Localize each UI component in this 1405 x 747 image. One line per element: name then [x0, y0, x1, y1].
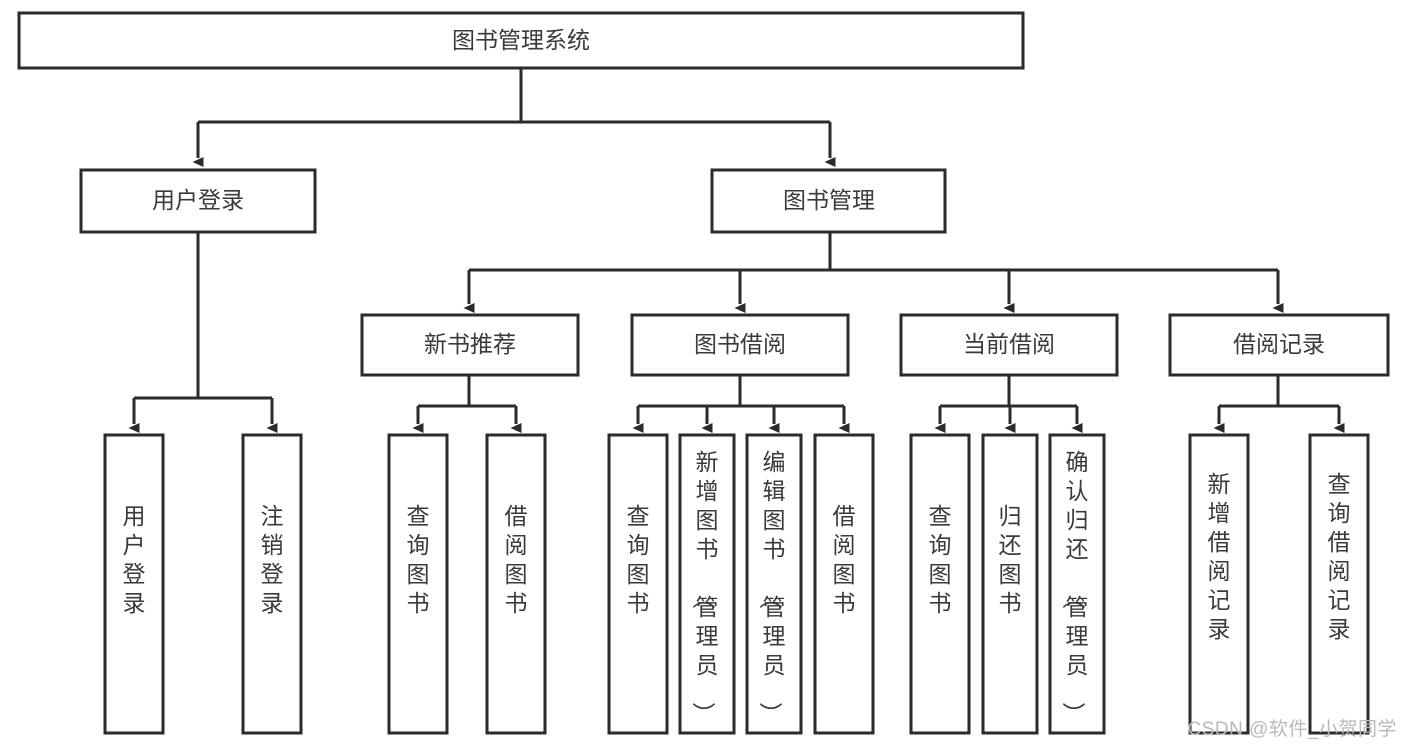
node-leaf-query-book-cb[interactable]: 查询图书: [909, 433, 971, 735]
node-book-borrow[interactable]: 图书借阅: [630, 313, 850, 377]
node-leaf-add-book[interactable]: 新增图书（管理员）: [678, 433, 736, 735]
node-user-login-label: 用户登录: [152, 187, 244, 213]
node-borrow-record-box[interactable]: [1168, 313, 1390, 377]
node-leaf-logout-box[interactable]: [241, 433, 303, 735]
node-leaf-confirm-return[interactable]: 确认归还（管理员）: [1048, 433, 1106, 735]
node-leaf-user-login-box[interactable]: [103, 433, 165, 735]
node-leaf-borrow-book-bb-box[interactable]: [813, 433, 875, 735]
node-leaf-add-record-label: 新增借阅记录: [1208, 471, 1231, 642]
node-leaf-return-book[interactable]: 归还图书: [981, 433, 1039, 735]
node-leaf-query-book-cb-label: 查询图书: [929, 503, 952, 616]
node-leaf-query-book-rec-box[interactable]: [387, 433, 449, 735]
node-root-label: 图书管理系统: [452, 27, 590, 53]
node-leaf-logout[interactable]: 注销登录: [241, 433, 303, 735]
node-leaf-add-book-label: 新增图书（管理员）: [691, 449, 719, 725]
node-leaf-add-record-box[interactable]: [1188, 433, 1250, 735]
connector-group-borrow-record: [1213, 375, 1345, 433]
node-leaf-query-book-rec[interactable]: 查询图书: [387, 433, 449, 735]
node-leaf-logout-label: 注销登录: [261, 503, 284, 616]
node-leaf-add-book-box[interactable]: [678, 433, 736, 735]
node-current-borrow-box[interactable]: [899, 313, 1119, 377]
node-leaf-query-book-bb-label: 查询图书: [627, 503, 650, 616]
node-leaf-confirm-return-label: 确认归还（管理员）: [1061, 449, 1089, 725]
connector-group-book-manage: [463, 232, 1284, 313]
node-leaf-confirm-return-box[interactable]: [1048, 433, 1106, 735]
node-book-borrow-box[interactable]: [630, 313, 850, 377]
node-borrow-record-label: 借阅记录: [1233, 331, 1325, 357]
node-leaf-add-record[interactable]: 新增借阅记录: [1188, 433, 1250, 735]
connector-group-new-book-rec: [412, 375, 522, 433]
connector-group-user-login: [128, 232, 278, 433]
node-root[interactable]: 图书管理系统: [17, 11, 1025, 70]
node-leaf-user-login-label: 用户登录: [123, 503, 146, 616]
node-leaf-query-book-rec-label: 查询图书: [407, 503, 430, 616]
node-leaf-borrow-book-bb-label: 借阅图书: [833, 503, 856, 616]
node-leaf-query-record-label: 查询借阅记录: [1328, 471, 1351, 642]
node-leaf-borrow-book-rec-label: 借阅图书: [505, 503, 528, 616]
node-book-manage-label: 图书管理: [783, 187, 875, 213]
node-book-manage-box[interactable]: [710, 168, 947, 234]
node-current-borrow[interactable]: 当前借阅: [899, 313, 1119, 377]
connector-group-current-borrow: [934, 375, 1083, 433]
node-book-manage[interactable]: 图书管理: [710, 168, 947, 234]
node-leaf-return-book-label: 归还图书: [999, 503, 1022, 616]
node-borrow-record[interactable]: 借阅记录: [1168, 313, 1390, 377]
node-leaf-edit-book-label: 编辑图书（管理员）: [758, 449, 786, 725]
node-leaf-edit-book[interactable]: 编辑图书（管理员）: [745, 433, 803, 735]
node-new-book-rec-label: 新书推荐: [424, 331, 516, 357]
node-leaf-user-login[interactable]: 用户登录: [103, 433, 165, 735]
node-leaf-query-record-box[interactable]: [1308, 433, 1370, 735]
node-leaf-query-book-bb-box[interactable]: [607, 433, 669, 735]
node-leaf-borrow-book-bb[interactable]: 借阅图书: [813, 433, 875, 735]
node-leaf-borrow-book-rec[interactable]: 借阅图书: [485, 433, 547, 735]
node-leaf-query-record[interactable]: 查询借阅记录: [1308, 433, 1370, 735]
node-new-book-rec-box[interactable]: [360, 313, 580, 377]
node-root-box[interactable]: [17, 11, 1025, 70]
node-leaf-query-book-bb[interactable]: 查询图书: [607, 433, 669, 735]
node-book-borrow-label: 图书借阅: [694, 331, 786, 357]
node-user-login-box[interactable]: [79, 168, 317, 234]
node-current-borrow-label: 当前借阅: [963, 331, 1055, 357]
node-leaf-return-book-box[interactable]: [981, 433, 1039, 735]
node-leaf-query-book-cb-box[interactable]: [909, 433, 971, 735]
node-leaf-edit-book-box[interactable]: [745, 433, 803, 735]
node-user-login[interactable]: 用户登录: [79, 168, 317, 234]
node-new-book-rec[interactable]: 新书推荐: [360, 313, 580, 377]
connector-group-root: [192, 68, 836, 167]
connector-group-book-borrow: [632, 375, 850, 433]
node-leaf-borrow-book-rec-box[interactable]: [485, 433, 547, 735]
